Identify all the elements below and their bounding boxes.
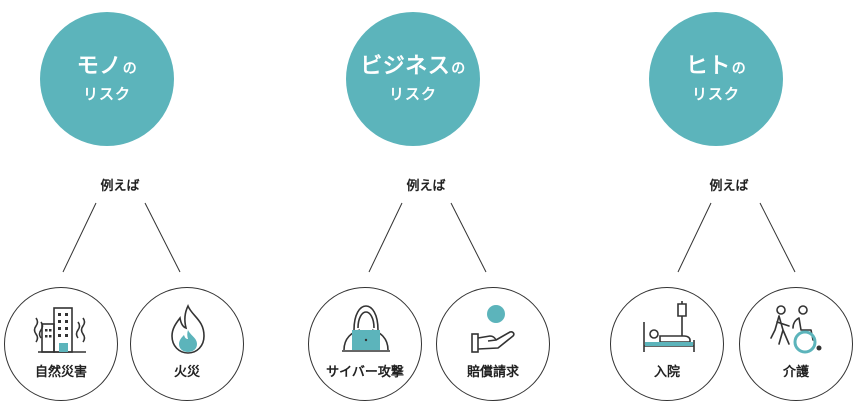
category-subtitle: リスク: [82, 85, 131, 103]
item-circle-nursing-care: 介護: [739, 287, 853, 401]
category-circle-business: ビジネスの リスク: [346, 12, 480, 146]
example-label: 例えば: [406, 179, 446, 194]
category-title: モノの: [76, 54, 138, 79]
item-circle-hospitalization: 入院: [610, 287, 724, 401]
hand-coin-icon: [471, 305, 515, 353]
connector-line: [62, 202, 97, 273]
category-title: ビジネスの: [360, 54, 466, 79]
item-circle-cyber-attack: サイバー攻撃: [308, 287, 422, 401]
item-circle-natural-disaster: 自然災害: [4, 287, 118, 401]
category-circle-mono: モノの リスク: [40, 12, 174, 146]
connector-line: [450, 202, 487, 273]
item-label: 火災: [173, 365, 200, 380]
category-subtitle: リスク: [691, 85, 740, 103]
item-label: 入院: [653, 365, 680, 380]
item-circle-compensation-claim: 賠償請求: [436, 287, 550, 401]
connector-line: [368, 202, 403, 273]
hospital-bed-icon: [643, 301, 695, 352]
flame-icon: [171, 304, 205, 354]
wheelchair-care-icon: [770, 305, 822, 354]
category-subtitle: リスク: [388, 85, 437, 103]
hacker-laptop-icon: [342, 305, 390, 352]
example-label: 例えば: [100, 179, 140, 194]
category-circle-people: ヒトの リスク: [649, 12, 783, 146]
category-title: ヒトの: [685, 54, 747, 79]
item-label: 介護: [782, 365, 809, 380]
item-label: サイバー攻撃: [326, 365, 404, 380]
item-label: 自然災害: [34, 365, 87, 380]
example-label: 例えば: [709, 179, 749, 194]
item-label: 賠償請求: [466, 365, 519, 380]
earthquake-building-icon: [33, 307, 86, 353]
connector-line: [677, 202, 712, 273]
item-circle-fire: 火災: [130, 287, 244, 401]
connector-line: [144, 202, 181, 273]
connector-line: [759, 202, 796, 273]
